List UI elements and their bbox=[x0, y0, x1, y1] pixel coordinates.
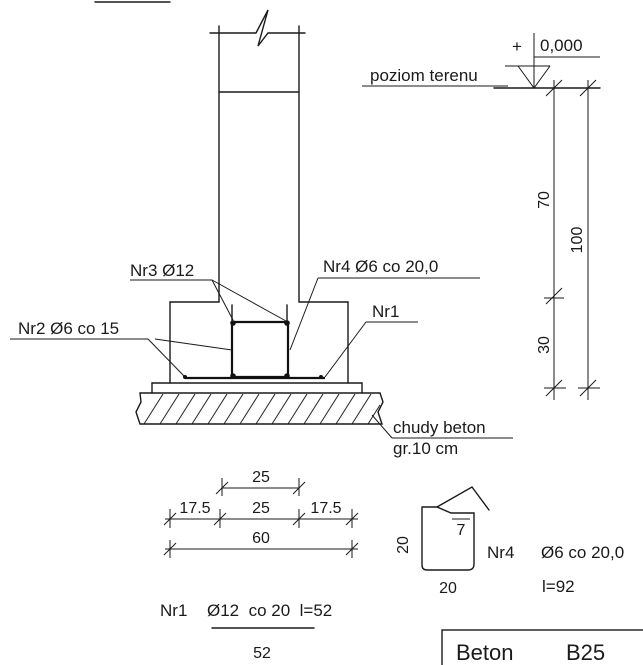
bar-nr1-spec: Ø12 co 20 l=52 bbox=[207, 601, 332, 620]
footing bbox=[151, 301, 363, 394]
stirrup-length: l=92 bbox=[542, 577, 575, 596]
dim-70: 70 bbox=[536, 191, 553, 209]
leader-nr3 bbox=[211, 279, 287, 322]
rebar-dot bbox=[230, 320, 236, 326]
stirrup-label: Nr4 bbox=[487, 543, 514, 562]
column bbox=[209, 9, 306, 303]
vertical-dimension-lines bbox=[544, 79, 600, 400]
label-nr2: Nr2 Ø6 co 15 bbox=[18, 319, 119, 338]
label-ground-level: poziom terenu bbox=[370, 66, 478, 85]
stirrup-spec: Ø6 co 20,0 bbox=[541, 543, 624, 562]
concrete-label: Beton bbox=[456, 640, 514, 665]
dim-25-mid: 25 bbox=[252, 500, 270, 517]
dim-30: 30 bbox=[536, 336, 553, 354]
horizontal-dimension-lines bbox=[163, 478, 359, 558]
dim-100: 100 bbox=[569, 227, 586, 254]
label-lean-concrete: chudy beton bbox=[393, 418, 486, 437]
label-nr1: Nr1 bbox=[372, 302, 399, 321]
leader-nr2 bbox=[147, 338, 185, 377]
level-plus-sign: + bbox=[512, 37, 522, 56]
level-value: 0,000 bbox=[540, 36, 583, 55]
stirrup-bottom-dim: 20 bbox=[439, 580, 457, 597]
lean-concrete-slab bbox=[135, 392, 384, 425]
label-lean-concrete-thickness: gr.10 cm bbox=[393, 439, 458, 458]
concrete-grade: B25 bbox=[566, 640, 605, 665]
dim-17-5-right: 17.5 bbox=[310, 500, 341, 517]
leader-nr2 bbox=[154, 338, 233, 351]
dim-17-5-left: 17.5 bbox=[179, 500, 210, 517]
rebar-dot bbox=[284, 320, 290, 326]
break-line bbox=[209, 9, 306, 47]
bar-nr1-label: Nr1 bbox=[160, 601, 187, 620]
label-nr4: Nr4 Ø6 co 20,0 bbox=[323, 257, 438, 276]
concrete-grade-box bbox=[441, 629, 643, 665]
dim-60: 60 bbox=[252, 530, 270, 547]
stirrup-hook-dim: 7 bbox=[457, 522, 466, 539]
leader-nr3 bbox=[211, 279, 234, 321]
dim-25-top: 25 bbox=[252, 469, 270, 486]
leader-lean-concrete bbox=[371, 414, 393, 439]
footing-stirrup bbox=[230, 320, 290, 379]
bar-nr1-length: 52 bbox=[253, 645, 271, 662]
stirrup-side-dim: 20 bbox=[395, 536, 412, 554]
stirrup-detail bbox=[421, 486, 490, 571]
leader-nr4 bbox=[289, 277, 319, 351]
leader-nr1 bbox=[324, 321, 367, 378]
label-nr3: Nr3 Ø12 bbox=[130, 261, 194, 280]
